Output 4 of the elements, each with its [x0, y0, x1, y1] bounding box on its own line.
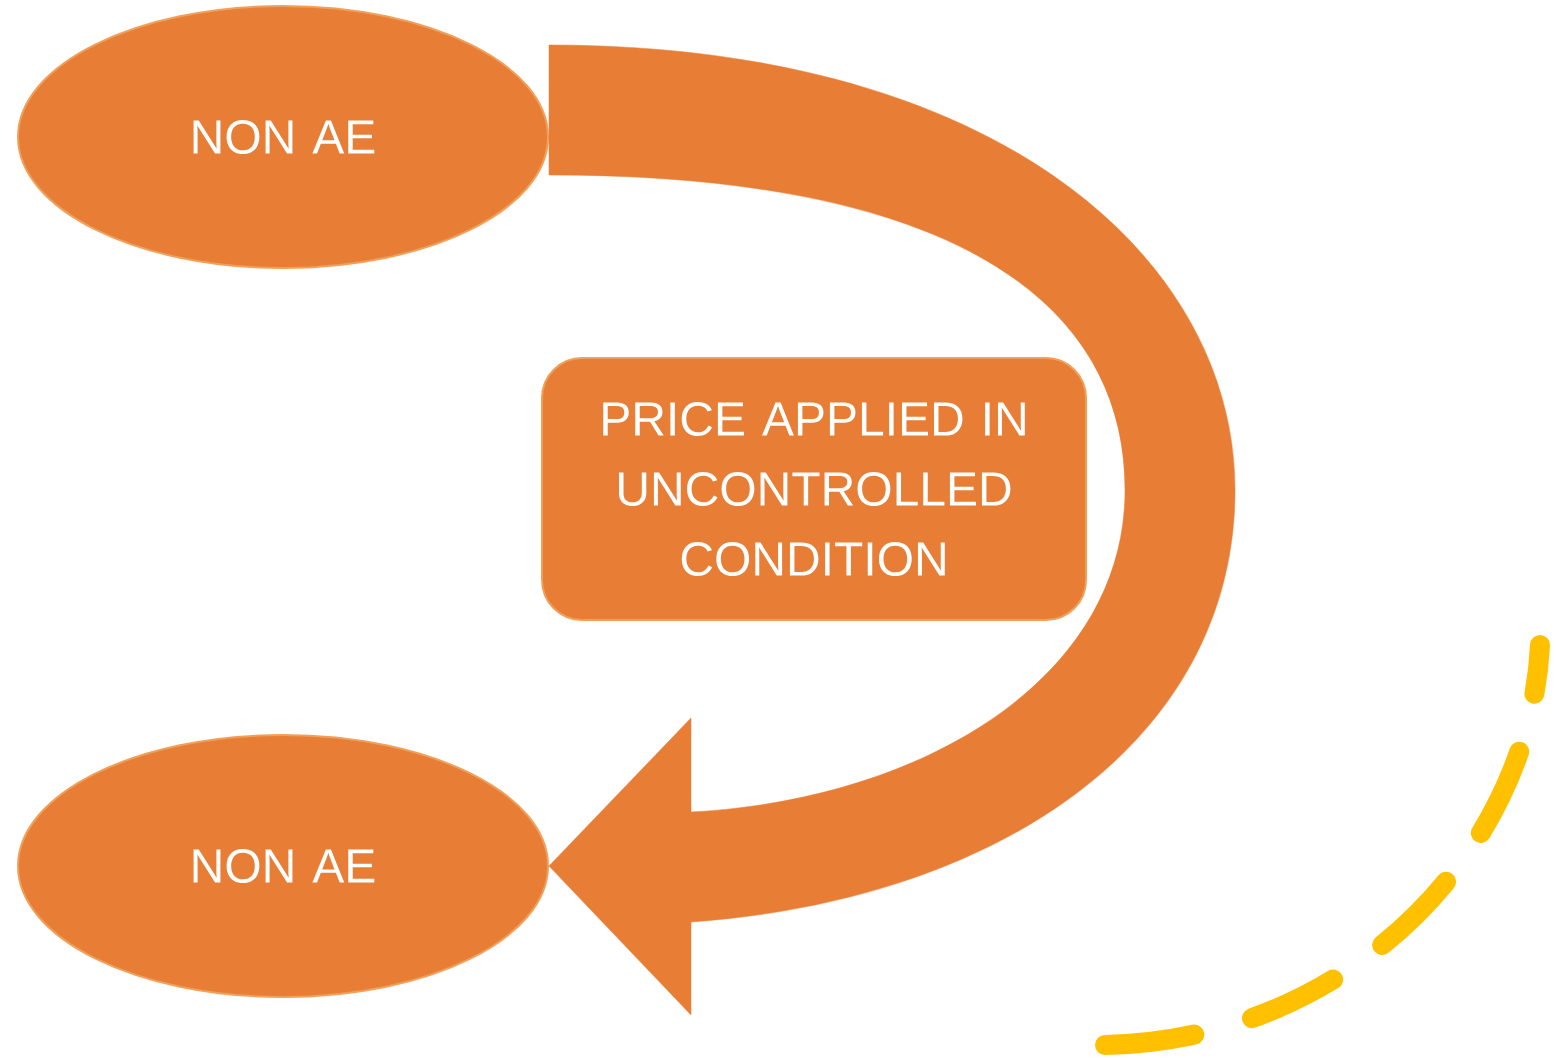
oval-node: NON AE	[17, 5, 549, 269]
oval-node: NON AE	[17, 734, 549, 998]
curved-arrow	[548, 44, 1236, 1016]
rounded-box: PRICE APPLIED IN UNCONTROLLED CONDITION	[541, 357, 1087, 621]
